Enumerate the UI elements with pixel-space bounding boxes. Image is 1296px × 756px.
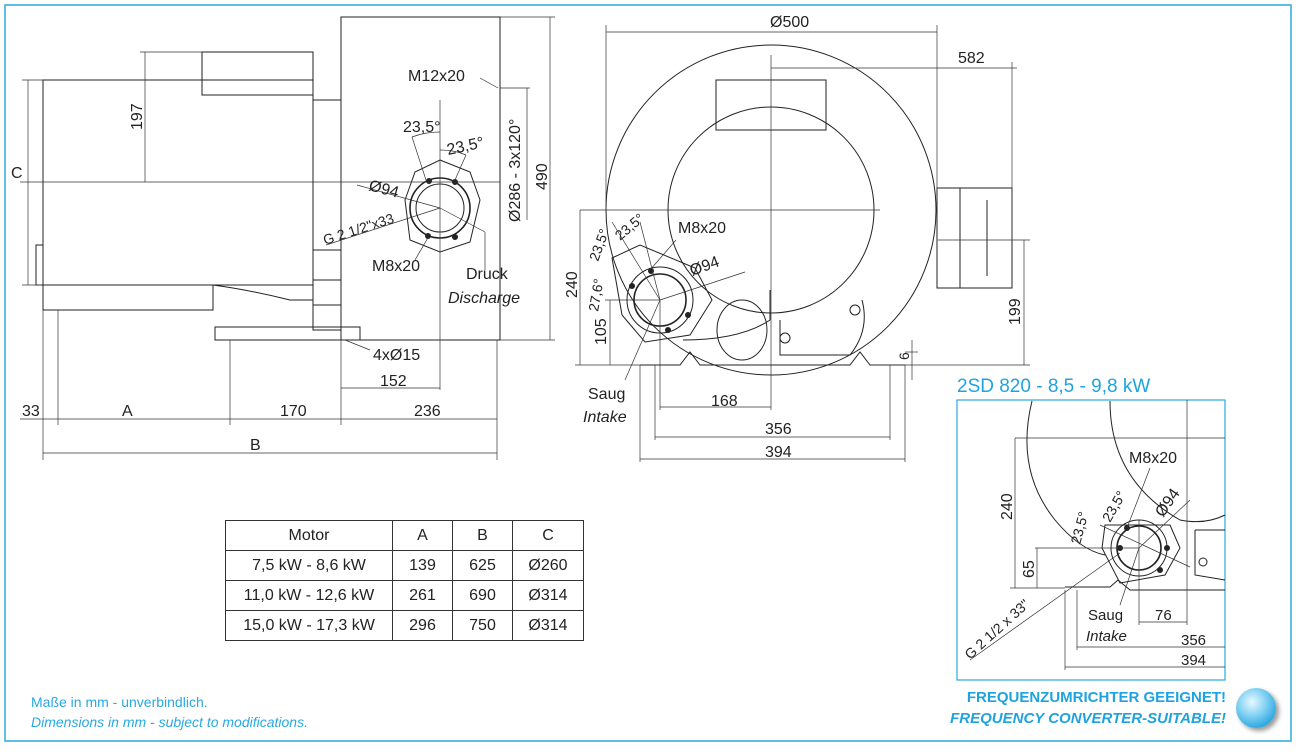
thread-m8: M8x20 (372, 258, 420, 275)
dim-356: 356 (1181, 632, 1206, 649)
dim-236: 236 (414, 403, 441, 420)
dia-94: Ø94 (1152, 486, 1183, 521)
inset-title: 2SD 820 - 8,5 - 9,8 kW (957, 376, 1151, 397)
dia-500: Ø500 (770, 14, 809, 31)
badge-en: FREQUENCY CONVERTER-SUITABLE! (950, 710, 1226, 727)
dim-152: 152 (380, 373, 407, 390)
motor-table: Motor A B C 7,5 kW - 8,6 kW 139 625 Ø260… (225, 520, 584, 641)
dim-240: 240 (999, 493, 1016, 520)
blower-housing (340, 16, 501, 341)
thread-m8: M8x20 (1129, 450, 1177, 467)
dim-490: 490 (534, 163, 551, 190)
dim-105: 105 (593, 318, 610, 345)
table-header-row: Motor A B C (225, 520, 584, 551)
badge-de: FREQUENZUMRICHTER GEEIGNET! (966, 689, 1226, 706)
dim-240: 240 (564, 271, 581, 298)
header-cell: B (452, 520, 513, 551)
header-cell: C (512, 520, 584, 551)
table-cell: 750 (452, 610, 513, 641)
note-de: Maße in mm - unverbindlich. (31, 694, 208, 710)
inset-frame (956, 399, 1226, 681)
angle-a: 23,5° (1067, 510, 1091, 546)
dim-197: 197 (129, 103, 146, 130)
motor-body (42, 79, 314, 286)
table-row: 7,5 kW - 8,6 kW 139 625 Ø260 (225, 550, 584, 581)
dim-A: A (122, 403, 133, 420)
header-cell: A (392, 520, 453, 551)
angle-c: 27,6° (585, 277, 606, 312)
table-cell: 7,5 kW - 8,6 kW (225, 550, 393, 581)
dim-65: 65 (1021, 560, 1038, 578)
dim-199: 199 (1007, 298, 1024, 325)
table-cell: Ø314 (512, 610, 584, 641)
label-intake: Intake (1086, 628, 1127, 645)
table-cell: 15,0 kW - 17,3 kW (225, 610, 393, 641)
angle-1: 23,5° (403, 119, 441, 136)
table-cell: Ø260 (512, 550, 584, 581)
side-view: 197 C M12x20 23,5° 23,5° Ø94 G 2 1/2"x33… (11, 16, 555, 460)
dim-33: 33 (22, 403, 40, 420)
page-frame (4, 4, 1292, 742)
label-saug: Saug (588, 386, 625, 403)
dim-356: 356 (765, 421, 792, 438)
angle-a: 23,5° (586, 227, 612, 263)
label-saug: Saug (1088, 607, 1123, 624)
thread-m8: M8x20 (678, 220, 726, 237)
terminal-box (201, 51, 314, 96)
thread-m12: M12x20 (408, 68, 465, 85)
dim-B: B (250, 437, 261, 454)
label-discharge: Discharge (448, 290, 520, 307)
dia-94: Ø94 (688, 253, 722, 279)
dim-582: 582 (958, 50, 985, 67)
dia-94: Ø94 (367, 177, 401, 201)
angle-b: 23,5° (1099, 488, 1129, 524)
dim-C: C (11, 165, 23, 182)
table-cell: 139 (392, 550, 453, 581)
dim-394: 394 (1181, 652, 1206, 669)
table-cell: 690 (452, 580, 513, 611)
thread-g: G 2 1/2"x33 (321, 210, 396, 248)
table-row: 11,0 kW - 12,6 kW 261 690 Ø314 (225, 580, 584, 611)
table-cell: Ø314 (512, 580, 584, 611)
dim-394: 394 (765, 444, 792, 461)
table-cell: 11,0 kW - 12,6 kW (225, 580, 393, 611)
holes: 4xØ15 (373, 347, 420, 364)
thread-g: G 2 1/2 x 33" (961, 596, 1032, 662)
dim-76: 76 (1155, 607, 1172, 624)
note-en: Dimensions in mm - subject to modificati… (31, 714, 308, 730)
table-cell: 261 (392, 580, 453, 611)
blue-sphere-icon (1236, 688, 1276, 728)
table-cell: 625 (452, 550, 513, 581)
label-intake: Intake (583, 409, 627, 426)
dim-170: 170 (280, 403, 307, 420)
angle-2: 23,5° (445, 134, 485, 158)
header-cell: Motor (225, 520, 393, 551)
inset-view: M8x20 23,5° 23,5° Ø94 240 65 G 2 1/2 x 3… (956, 399, 1226, 681)
table-row: 15,0 kW - 17,3 kW 296 750 Ø314 (225, 610, 584, 641)
bolt-circle: Ø286 - 3x120° (507, 119, 524, 222)
label-druck: Druck (466, 266, 509, 283)
dim-168: 168 (711, 393, 738, 410)
table-cell: 296 (392, 610, 453, 641)
angle-b: 23,5° (612, 210, 647, 243)
dim-6: 6 (896, 352, 912, 360)
